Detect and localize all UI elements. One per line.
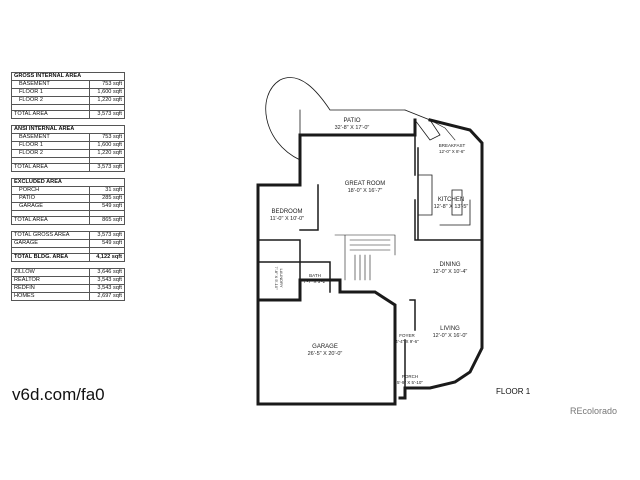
room-kitchen: KITCHEN 12'-8" X 13'-5" (434, 197, 469, 210)
svg-text:FOYER: FOYER (399, 333, 415, 338)
svg-text:5'-9" X 5'-10": 5'-9" X 5'-10" (397, 380, 423, 385)
stairs (334, 234, 396, 281)
floor-label: FLOOR 1 (496, 387, 531, 396)
svg-text:PORCH: PORCH (402, 374, 418, 379)
brand-watermark: REcolorado (570, 406, 618, 416)
svg-text:26'-5" X 20'-0": 26'-5" X 20'-0" (308, 351, 343, 357)
svg-text:7'-8" X 5'-10": 7'-8" X 5'-10" (274, 266, 279, 290)
svg-text:4'-4" X 9'-6": 4'-4" X 9'-6" (395, 339, 419, 344)
svg-text:32'-8" X 17'-0": 32'-8" X 17'-0" (335, 125, 370, 131)
room-great-room: GREAT ROOM 18'-0" X 16'-7" (345, 181, 385, 194)
room-patio: PATIO 32'-8" X 17'-0" (335, 118, 370, 131)
svg-text:GREAT ROOM: GREAT ROOM (345, 181, 385, 187)
room-breakfast: BREAKFAST 12'-0" X 8'-6" (439, 143, 466, 154)
svg-text:PATIO: PATIO (343, 118, 360, 124)
svg-text:12'-0" X 8'-6": 12'-0" X 8'-6" (439, 149, 465, 154)
svg-text:BATH: BATH (309, 273, 321, 278)
kitchen-counter (417, 174, 471, 226)
svg-text:7'-7" X 5'-2": 7'-7" X 5'-2" (303, 279, 327, 284)
room-bedroom: BEDROOM 11'-0" X 10'-0" (270, 209, 304, 222)
interior-walls (257, 134, 483, 396)
room-living: LIVING 12'-0" X 16'-0" (433, 326, 468, 339)
svg-text:12'-0" X 10'-4": 12'-0" X 10'-4" (433, 269, 468, 275)
patio-outline (265, 77, 406, 161)
svg-text:11'-0" X 10'-0": 11'-0" X 10'-0" (270, 216, 304, 222)
room-bath: BATH 7'-7" X 5'-2" (303, 273, 327, 284)
room-porch: PORCH 5'-9" X 5'-10" (397, 374, 423, 385)
svg-text:LAUNDRY: LAUNDRY (279, 268, 284, 287)
svg-text:LIVING: LIVING (440, 326, 460, 332)
svg-text:18'-0" X 16'-7": 18'-0" X 16'-7" (348, 188, 383, 194)
svg-text:12'-0" X 16'-0": 12'-0" X 16'-0" (433, 333, 468, 339)
svg-text:DINING: DINING (440, 262, 461, 268)
svg-text:BEDROOM: BEDROOM (271, 209, 302, 215)
url-link[interactable]: v6d.com/fa0 (12, 385, 105, 404)
room-garage: GARAGE 26'-5" X 20'-0" (308, 344, 343, 357)
room-foyer: FOYER 4'-4" X 9'-6" (395, 333, 419, 344)
svg-text:BREAKFAST: BREAKFAST (439, 143, 466, 148)
room-laundry: LAUNDRY 7'-8" X 5'-10" (274, 266, 284, 290)
svg-text:12'-8" X 13'-5": 12'-8" X 13'-5" (434, 204, 469, 210)
svg-text:KITCHEN: KITCHEN (438, 197, 464, 203)
svg-text:GARAGE: GARAGE (312, 344, 338, 350)
room-dining: DINING 12'-0" X 10'-4" (433, 262, 468, 275)
